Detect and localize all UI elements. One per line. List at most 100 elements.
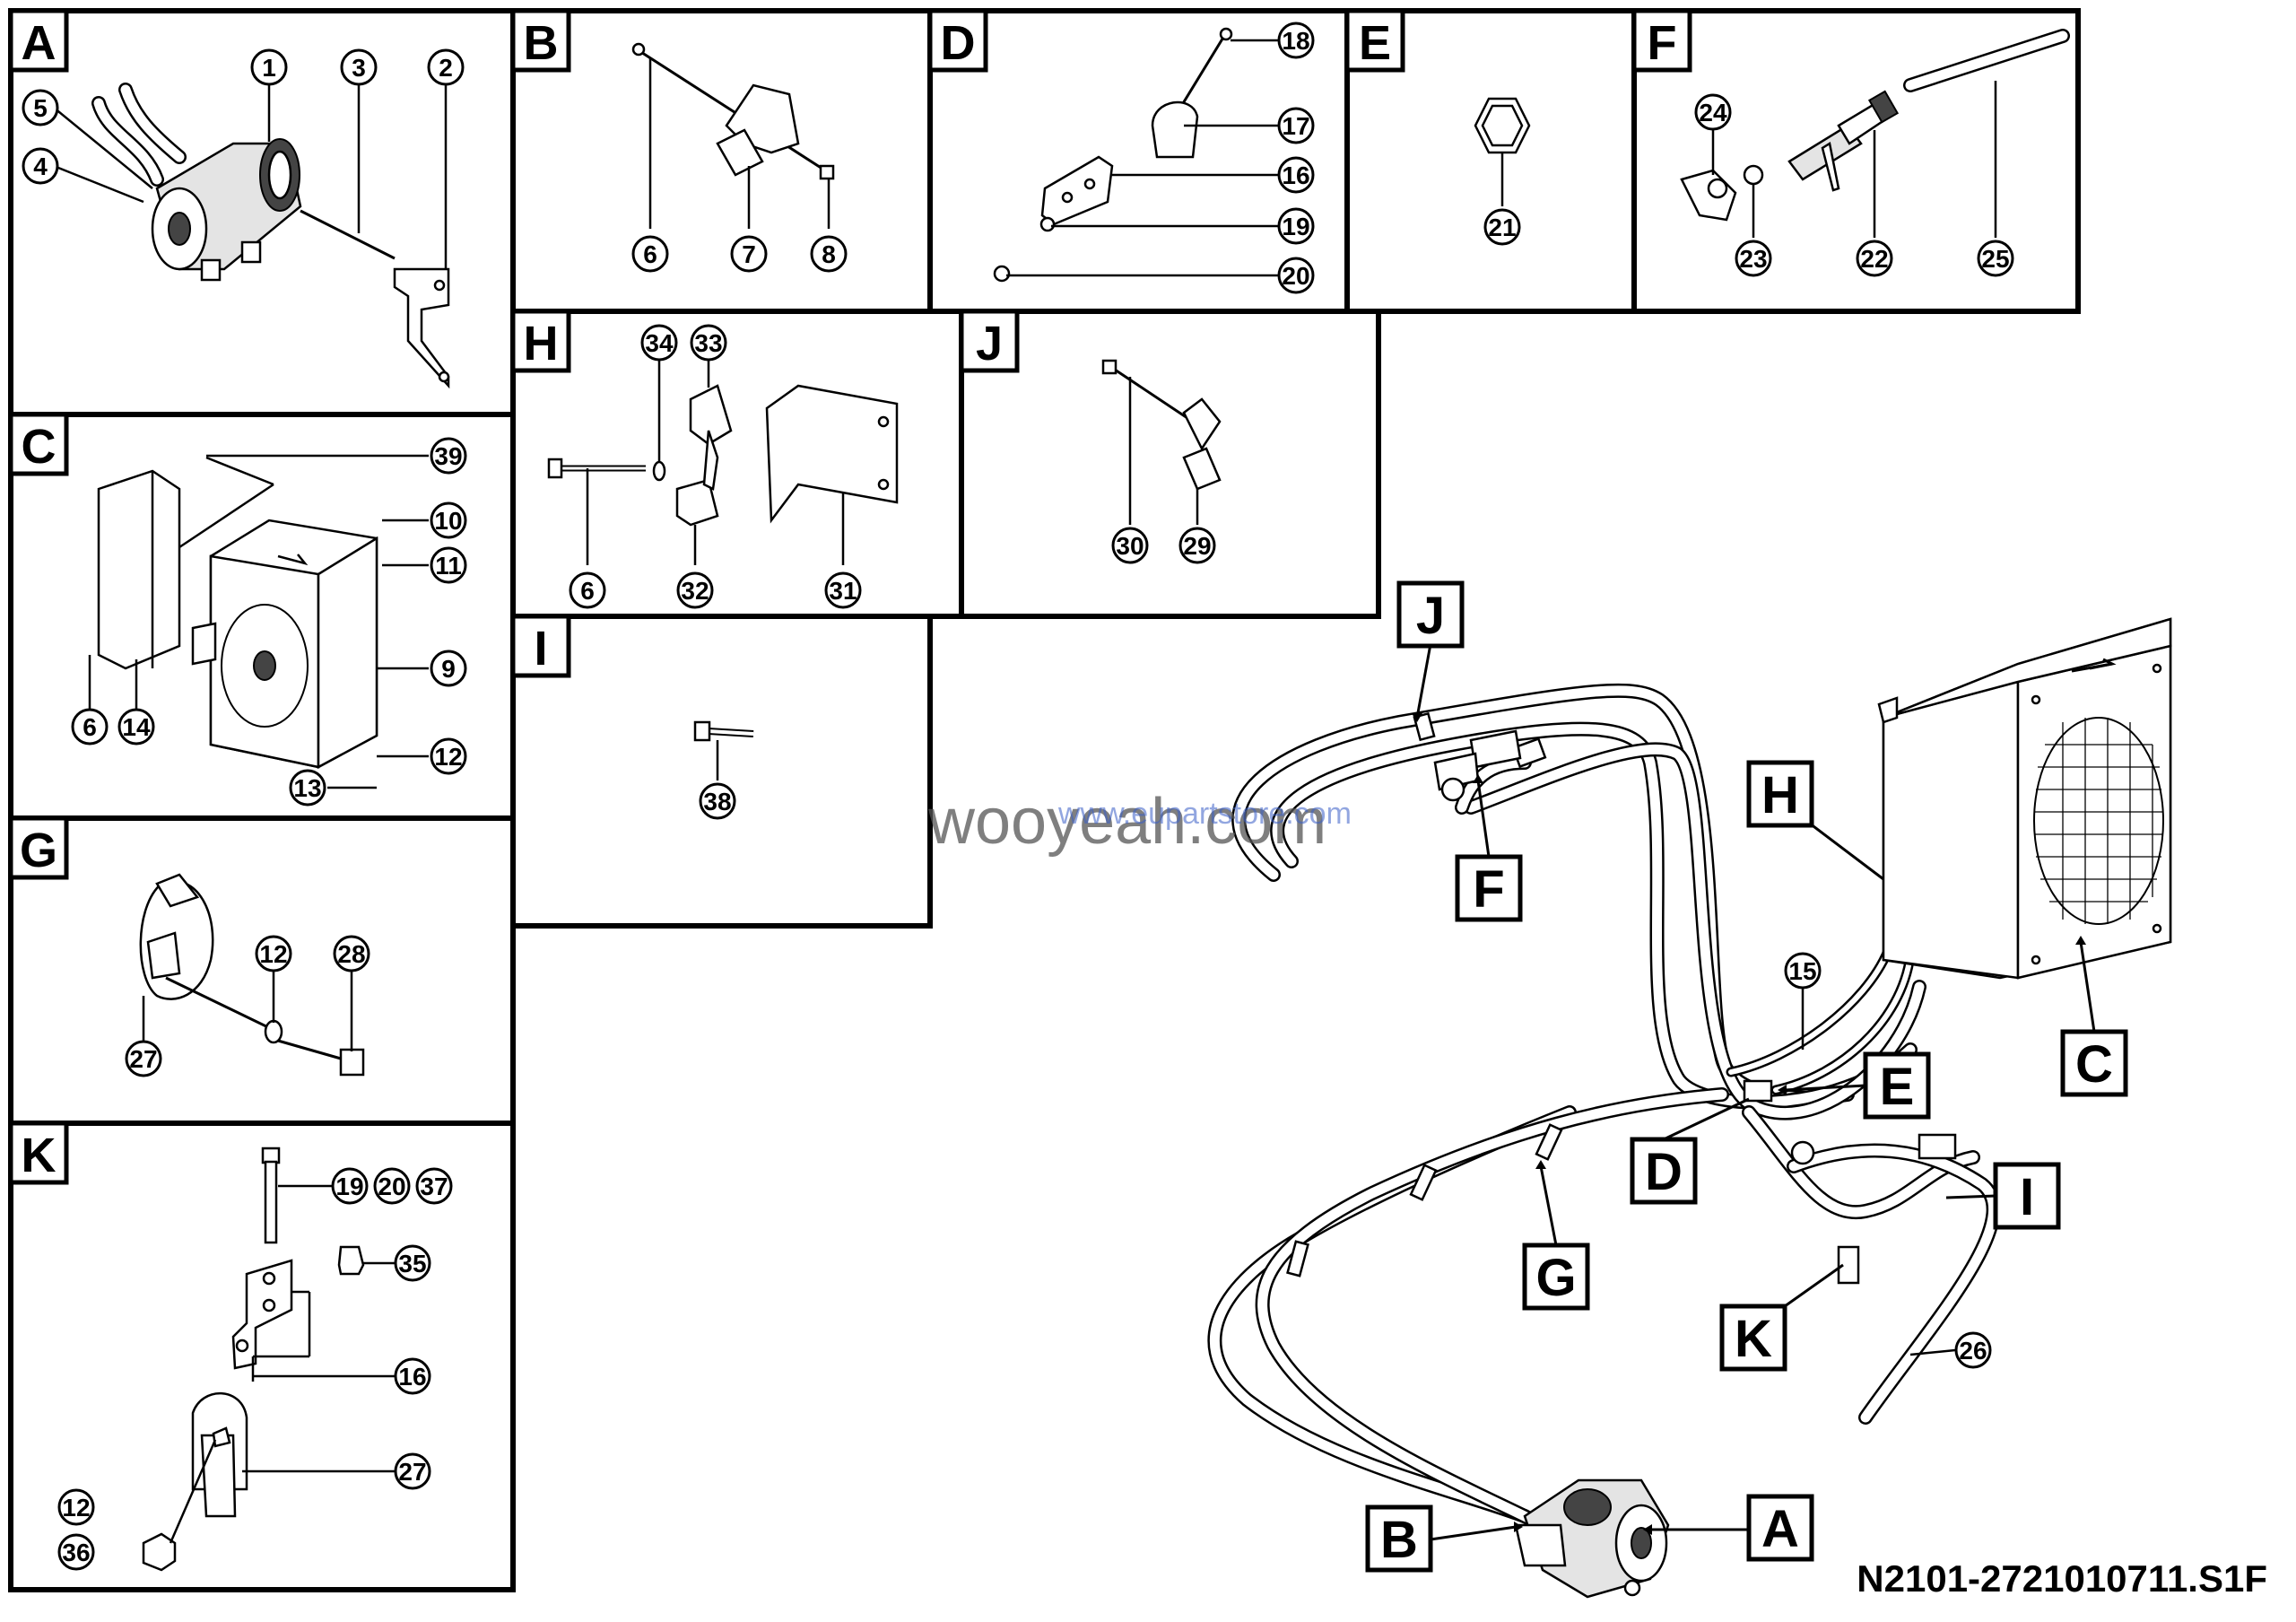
callout: 21 — [1483, 208, 1521, 246]
main-tag-B: B — [1365, 1504, 1433, 1573]
callout: 7 — [730, 235, 768, 273]
callout: 8 — [810, 235, 848, 273]
svg-text:16: 16 — [1282, 161, 1309, 189]
panel-j-drawing — [1101, 359, 1222, 491]
callout: 22 — [1856, 240, 1893, 277]
callout: 31 — [824, 571, 862, 609]
svg-text:36: 36 — [62, 1539, 90, 1566]
panel-h-callouts: 34 33 6 32 31 — [569, 324, 862, 609]
callout: 33 — [690, 324, 727, 362]
svg-text:6: 6 — [643, 240, 657, 268]
svg-text:20: 20 — [378, 1173, 405, 1200]
svg-text:27: 27 — [129, 1045, 157, 1073]
panel-tag-B: B — [510, 8, 571, 73]
svg-text:8: 8 — [822, 240, 836, 268]
panel-f-drawing — [1680, 29, 2070, 222]
svg-text:C: C — [22, 420, 57, 474]
svg-text:19: 19 — [335, 1173, 363, 1200]
callout: 27 — [394, 1452, 431, 1490]
callout: 12 — [255, 935, 292, 972]
svg-text:1: 1 — [262, 54, 276, 82]
svg-text:2: 2 — [439, 54, 453, 82]
panel-i-callouts: 38 — [699, 782, 736, 820]
callout: 25 — [1977, 240, 2014, 277]
panel-borders — [8, 8, 2081, 1592]
svg-text:35: 35 — [398, 1250, 426, 1278]
panel-k-drawing — [142, 1147, 365, 1572]
panel-tag-D: D — [927, 8, 988, 73]
svg-text:9: 9 — [441, 655, 456, 683]
svg-text:3: 3 — [352, 54, 366, 82]
callout: 16 — [1277, 156, 1315, 194]
svg-text:E: E — [1359, 16, 1391, 70]
panel-g-callouts: 12 28 27 — [125, 935, 370, 1077]
svg-text:23: 23 — [1739, 245, 1767, 273]
svg-text:10: 10 — [434, 507, 462, 535]
callout: 19 — [331, 1167, 369, 1205]
main-tag-K: K — [1719, 1304, 1787, 1372]
svg-text:I: I — [2020, 1168, 2034, 1226]
svg-text:F: F — [1473, 860, 1504, 919]
svg-text:C: C — [2075, 1035, 2113, 1094]
svg-text:19: 19 — [1282, 213, 1309, 240]
callout: 39 — [430, 437, 467, 475]
svg-text:38: 38 — [703, 788, 731, 815]
callout: 28 — [333, 935, 370, 972]
panel-c-leaders — [88, 454, 429, 789]
callout: 6 — [569, 571, 606, 609]
svg-text:5: 5 — [33, 94, 48, 122]
svg-text:32: 32 — [681, 577, 709, 605]
main-tag-F: F — [1455, 854, 1523, 922]
callout: 2 — [427, 48, 465, 86]
svg-text:I: I — [534, 622, 547, 676]
callout: 6 — [71, 708, 109, 746]
callout: 16 — [394, 1357, 431, 1395]
svg-text:G: G — [20, 824, 57, 877]
svg-text:D: D — [941, 16, 976, 70]
panel-tag-A: A — [8, 8, 69, 73]
svg-text:7: 7 — [742, 240, 756, 268]
main-compressor — [1514, 1478, 1670, 1599]
panel-g-leaders — [142, 969, 353, 1051]
svg-text:H: H — [1761, 766, 1799, 824]
panel-k-callouts: 19 20 37 35 16 27 12 36 — [57, 1167, 453, 1571]
svg-text:B: B — [524, 16, 559, 70]
panel-tag-I: I — [510, 614, 571, 678]
main-tag-D: D — [1630, 1137, 1698, 1205]
main-tag-E: E — [1863, 1051, 1931, 1120]
panel-e-callouts: 21 — [1483, 208, 1521, 246]
svg-text:39: 39 — [434, 442, 462, 470]
panel-tag-F: F — [1631, 8, 1692, 73]
main-tag-C: C — [2060, 1029, 2128, 1097]
svg-text:11: 11 — [435, 552, 462, 580]
callout: 20 — [373, 1167, 411, 1205]
main-tag-A: A — [1746, 1494, 1814, 1562]
panel-tag-G: G — [8, 815, 69, 880]
hose-clamps — [1286, 711, 1957, 1285]
callout: 4 — [22, 147, 59, 185]
svg-text:K: K — [22, 1129, 57, 1182]
callout: 37 — [415, 1167, 453, 1205]
panel-a-leaders — [53, 83, 448, 269]
svg-text:4: 4 — [33, 153, 48, 180]
main-assembly — [1207, 617, 2172, 1599]
callout: 12 — [430, 737, 467, 775]
svg-text:22: 22 — [1860, 245, 1888, 273]
svg-text:A: A — [1761, 1500, 1799, 1558]
main-leaders — [1412, 643, 2096, 1541]
svg-text:A: A — [22, 16, 57, 70]
panel-d-callouts: 18 17 16 19 20 — [1277, 22, 1315, 294]
svg-text:24: 24 — [1699, 99, 1727, 126]
svg-text:12: 12 — [62, 1494, 90, 1522]
callout: 1 — [250, 48, 288, 86]
panel-a-drawing — [91, 83, 450, 389]
panel-k-leaders — [169, 1184, 395, 1544]
panel-b-leaders — [648, 58, 831, 229]
svg-text:J: J — [976, 317, 1003, 371]
callout: 38 — [699, 782, 736, 820]
svg-text:B: B — [1380, 1511, 1418, 1569]
panel-c-drawing — [97, 456, 378, 770]
panel-h-drawing — [547, 384, 899, 527]
callout: 17 — [1277, 107, 1315, 144]
svg-text:G: G — [1535, 1249, 1576, 1307]
